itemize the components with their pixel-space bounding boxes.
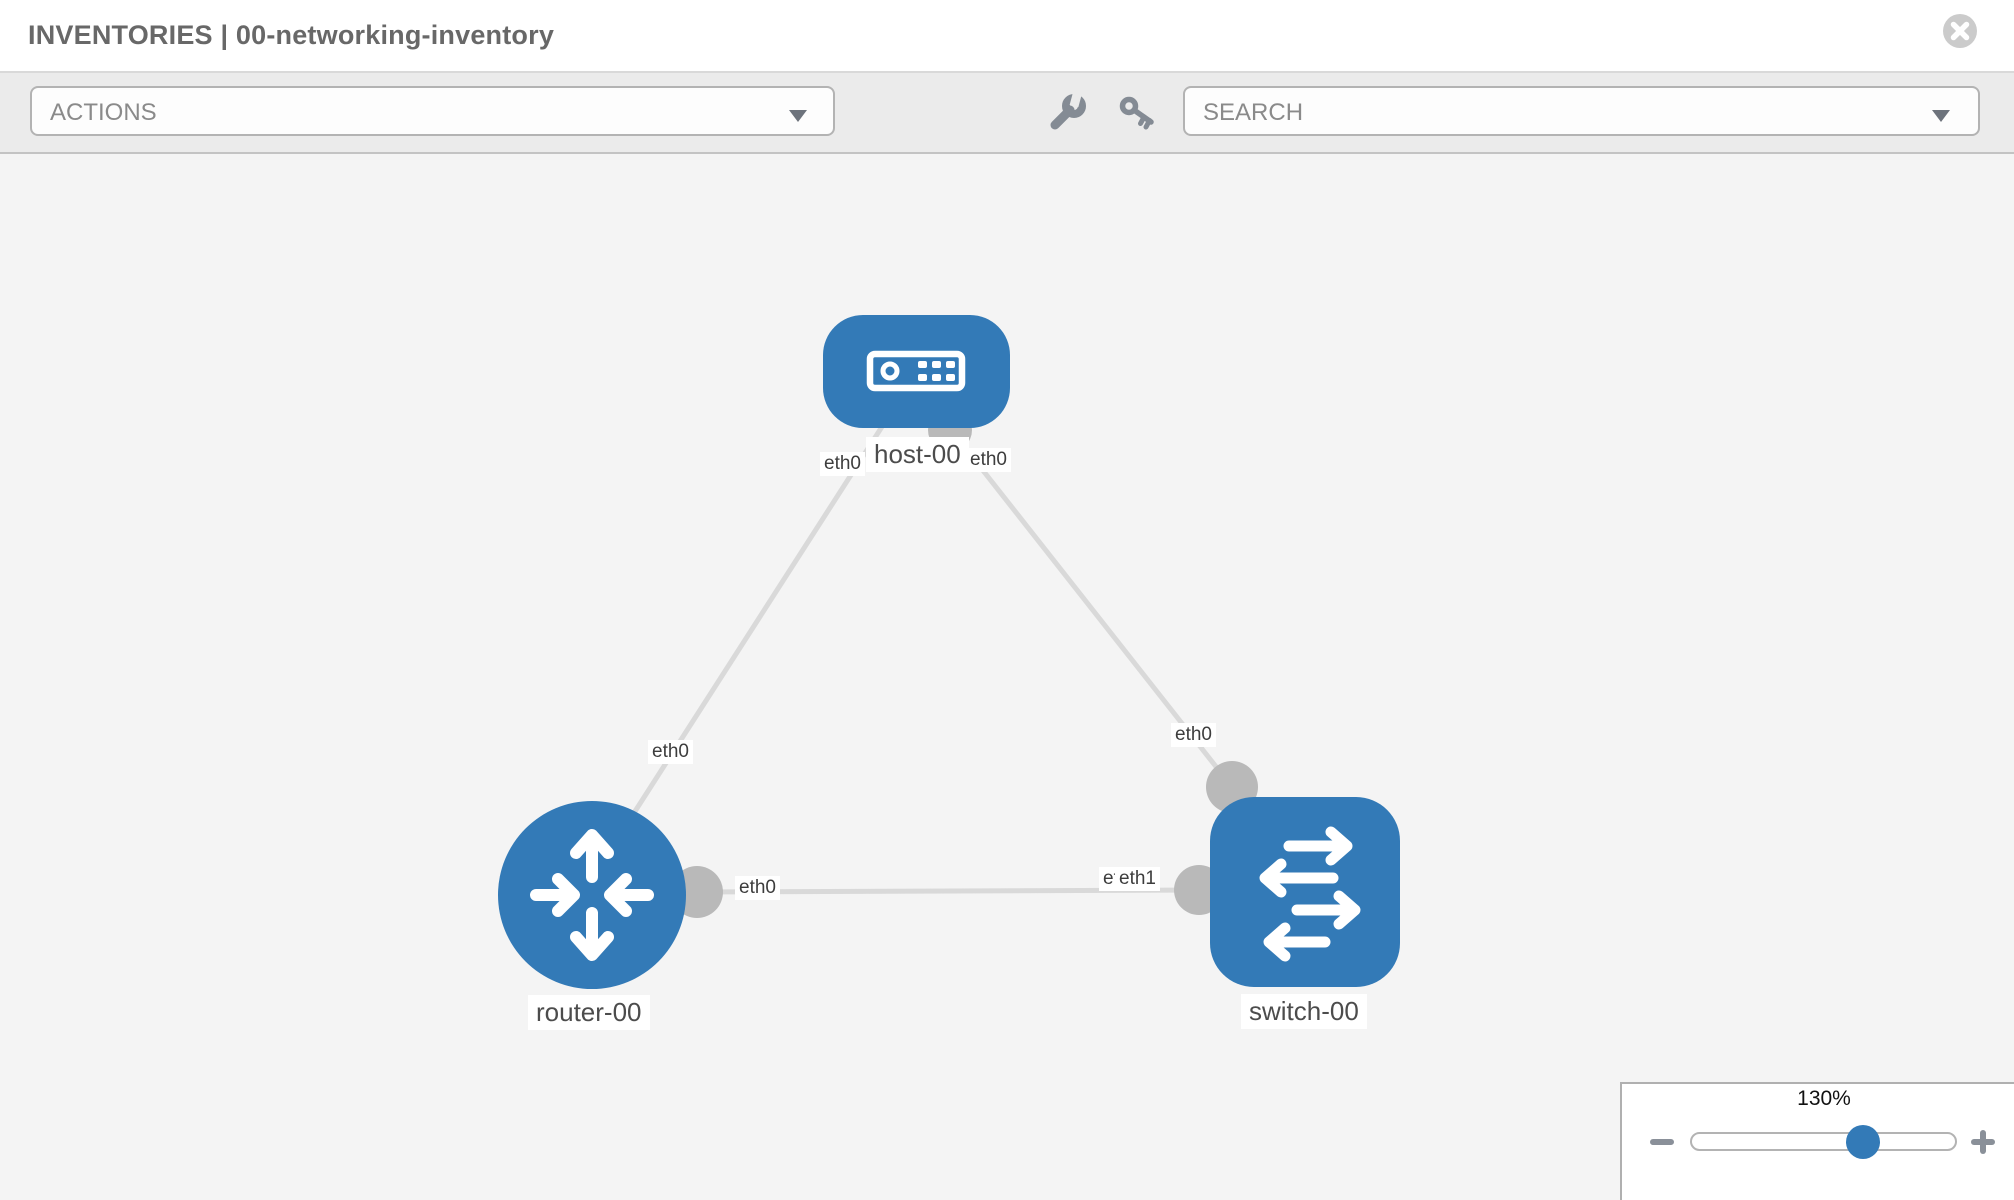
key-button[interactable] bbox=[1115, 73, 1159, 152]
node-switch[interactable] bbox=[1210, 797, 1400, 987]
search-dropdown[interactable]: SEARCH bbox=[1183, 86, 1980, 136]
wrench-button[interactable] bbox=[1045, 73, 1089, 152]
close-button[interactable] bbox=[1942, 13, 1978, 49]
interface-label-host-left: eth0 bbox=[820, 452, 865, 476]
search-dropdown-label: SEARCH bbox=[1203, 99, 1304, 126]
interface-label-host-right: eth0 bbox=[966, 448, 1011, 472]
zoom-in-button[interactable] bbox=[1971, 1128, 1995, 1156]
node-label-host: host-00 bbox=[866, 437, 969, 472]
zoom-slider-thumb[interactable] bbox=[1846, 1125, 1880, 1159]
router-icon bbox=[530, 829, 654, 961]
zoom-out-button[interactable] bbox=[1650, 1128, 1674, 1156]
node-label-switch: switch-00 bbox=[1241, 994, 1367, 1029]
zoom-slider-track[interactable] bbox=[1690, 1132, 1957, 1151]
actions-dropdown-label: ACTIONS bbox=[50, 99, 157, 126]
caret-down-icon bbox=[1932, 110, 1950, 122]
switch-icon bbox=[1259, 826, 1361, 962]
interface-label-switch-top: eth0 bbox=[1171, 723, 1216, 747]
caret-down-icon bbox=[789, 110, 807, 122]
zoom-level-value: 130% bbox=[1797, 1087, 1851, 1110]
interface-label-router-switch-link: eth0 bbox=[735, 876, 780, 900]
page-header: INVENTORIES | 00-networking-inventory bbox=[0, 0, 2014, 73]
node-host[interactable] bbox=[823, 315, 1010, 428]
close-circle-icon bbox=[1943, 14, 1977, 48]
key-icon bbox=[1119, 96, 1154, 130]
server-icon bbox=[866, 350, 966, 392]
topology-canvas[interactable]: host-00 router-00 switch-00 eth0 eth0 et… bbox=[0, 154, 2014, 1200]
minus-icon bbox=[1650, 1139, 1674, 1145]
plus-icon-vertical bbox=[1980, 1130, 1986, 1154]
actions-dropdown[interactable]: ACTIONS bbox=[30, 86, 835, 136]
wrench-icon bbox=[1050, 91, 1086, 130]
toolbar: ACTIONS SEARCH bbox=[0, 73, 2014, 154]
interface-label-host-router-link: eth0 bbox=[648, 740, 693, 764]
page-title: INVENTORIES | 00-networking-inventory bbox=[28, 20, 555, 50]
interface-label-switch-eth1: eth1 bbox=[1115, 867, 1160, 891]
node-router[interactable] bbox=[498, 801, 686, 989]
node-label-router: router-00 bbox=[528, 995, 650, 1030]
